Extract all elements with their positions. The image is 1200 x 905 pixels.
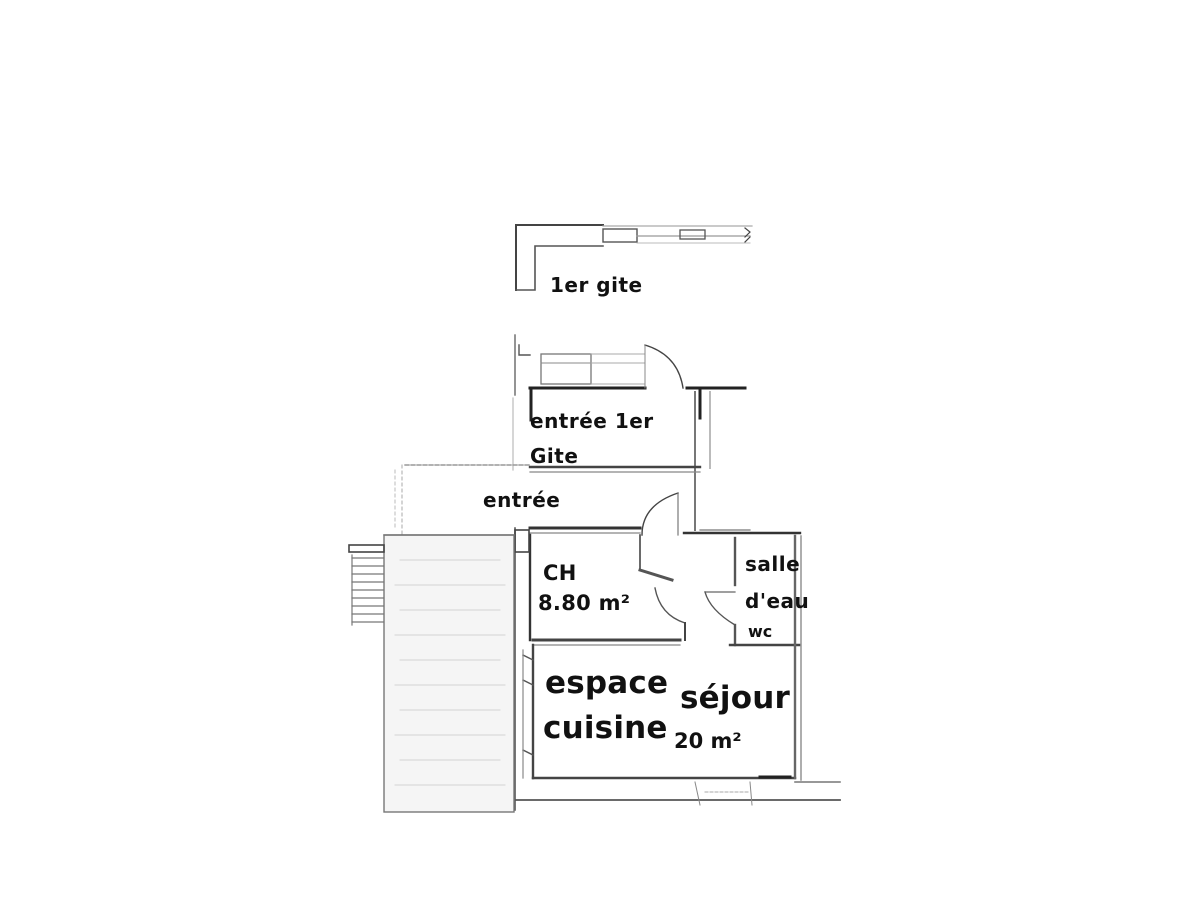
label-living-room-area: 20 m² xyxy=(674,729,742,753)
bathroom-walls xyxy=(704,534,802,781)
label-entrance: entrée xyxy=(483,488,561,512)
label-bathroom-line1: salle xyxy=(745,552,801,576)
label-gite-entrance-line1: entrée 1er xyxy=(530,409,654,433)
label-gite-entrance-line2: Gite xyxy=(530,444,579,468)
label-bathroom-line2: d'eau xyxy=(745,589,810,613)
terrace-block xyxy=(348,534,515,813)
bedroom-walls xyxy=(514,527,686,811)
label-living-room: séjour xyxy=(680,680,790,716)
gite-entrance-block xyxy=(512,334,747,531)
living-room-walls xyxy=(514,643,841,806)
label-kitchen-line2: cuisine xyxy=(543,710,668,746)
label-bedroom: CH xyxy=(543,561,577,585)
label-kitchen-line1: espace xyxy=(545,665,669,701)
corridor-walls xyxy=(394,464,802,541)
label-wc: wc xyxy=(748,622,773,641)
label-bedroom-area: 8.80 m² xyxy=(538,591,631,615)
gite-1-block xyxy=(515,224,753,291)
label-gite-1: 1er gite xyxy=(550,273,643,297)
